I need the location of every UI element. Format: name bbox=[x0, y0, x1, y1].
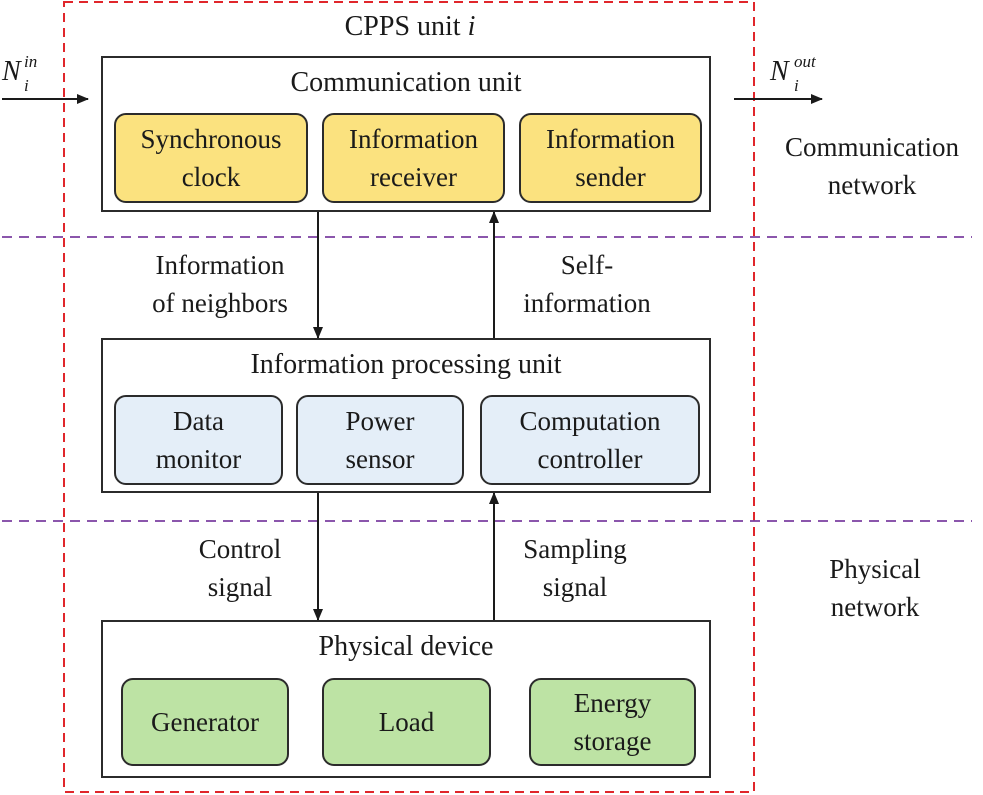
output-label: N bbox=[770, 56, 789, 87]
label-sampling-signal: Sampling signal bbox=[523, 534, 627, 602]
physical-device-title: Physical device bbox=[318, 631, 494, 662]
communication-unit: Communication unit Synchronous clock Inf… bbox=[101, 56, 711, 212]
information-processing-unit: Information processing unit Data monitor… bbox=[101, 338, 711, 493]
energy-storage: Energy storage bbox=[529, 678, 696, 766]
label-information-of-neighbors: Information of neighbors bbox=[152, 250, 288, 318]
layer-physical-network: Physical network bbox=[829, 554, 921, 622]
data-monitor: Data monitor bbox=[114, 395, 283, 485]
information-receiver: Information receiver bbox=[322, 113, 505, 203]
processing-unit-title: Information processing unit bbox=[250, 349, 562, 380]
input-label-sup: in bbox=[24, 52, 38, 71]
cpps-unit-title: CPPS unit i bbox=[344, 11, 476, 42]
communication-unit-title: Communication unit bbox=[290, 67, 522, 98]
layer-communication-network: Communication network bbox=[785, 132, 959, 200]
generator: Generator bbox=[121, 678, 289, 766]
input-label: N bbox=[2, 56, 21, 87]
label-self-information: Self- information bbox=[523, 250, 651, 318]
label-control-signal: Control signal bbox=[198, 534, 282, 602]
load: Load bbox=[322, 678, 491, 766]
synchronous-clock: Synchronous clock bbox=[114, 113, 308, 203]
output-label-sup: out bbox=[794, 52, 816, 71]
cpps-unit-border bbox=[63, 1, 755, 793]
physical-device-unit: Physical device Generator Load Energy st… bbox=[101, 620, 711, 778]
input-label-sub: i bbox=[24, 76, 29, 95]
computation-controller: Computation controller bbox=[480, 395, 700, 485]
information-sender: Information sender bbox=[519, 113, 702, 203]
output-label-sub: i bbox=[794, 76, 799, 95]
power-sensor: Power sensor bbox=[296, 395, 464, 485]
